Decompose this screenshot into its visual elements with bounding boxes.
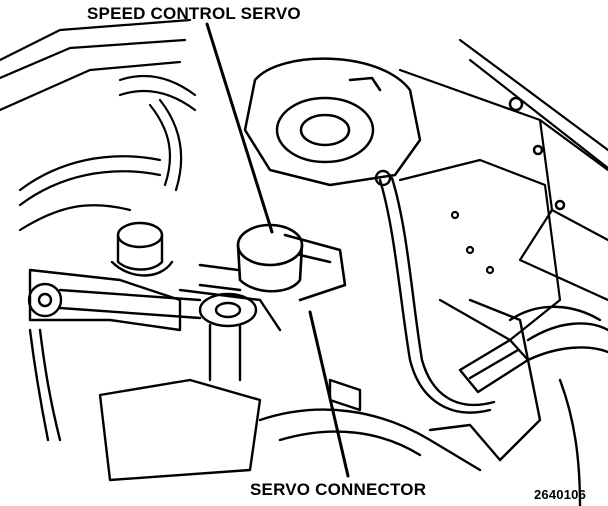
figure-number: 2640106	[534, 487, 587, 502]
lower-components	[98, 298, 582, 506]
callout-leaders	[205, 22, 350, 478]
leader-speed-control-servo	[205, 22, 274, 234]
fender-panel	[398, 158, 562, 342]
harness-connector	[458, 305, 608, 394]
throttle-linkage	[178, 288, 282, 382]
servo-cable	[374, 169, 496, 414]
servo-connector-label: SERVO CONNECTOR	[250, 480, 427, 499]
speed-control-servo-label: SPEED CONTROL SERVO	[87, 4, 301, 23]
leader-servo-connector	[308, 310, 350, 478]
lower-left-bracket	[27, 268, 202, 442]
fluid-reservoir	[110, 221, 174, 277]
speed-control-servo-unit	[198, 223, 347, 302]
upper-hoses	[18, 74, 197, 232]
strut-tower	[243, 57, 566, 211]
upper-body-panels	[0, 18, 608, 302]
